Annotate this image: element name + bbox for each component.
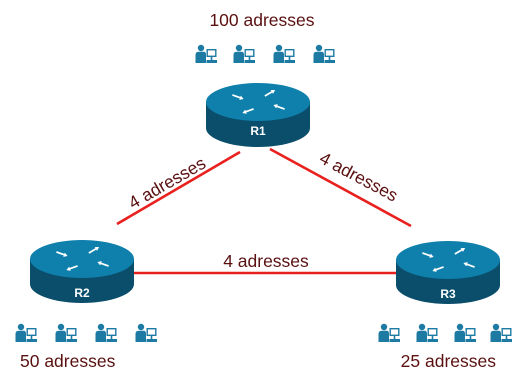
router-label: R1 <box>250 124 266 138</box>
router-r1[interactable]: R1 <box>206 83 310 147</box>
pc-user-icon[interactable] <box>195 44 218 63</box>
pc-user-icon[interactable] <box>378 323 401 342</box>
pc-user-icon[interactable] <box>273 44 296 63</box>
link-r1-r3[interactable] <box>269 147 412 228</box>
router-icon <box>30 240 134 303</box>
link-label-r2-r3: 4 adresses <box>223 251 309 271</box>
router-r3[interactable]: R3 <box>396 241 500 304</box>
lan-label: 50 adresses <box>20 351 116 371</box>
router-icon <box>396 241 500 304</box>
pc-user-icon[interactable] <box>454 323 477 342</box>
router-label: R3 <box>440 287 456 301</box>
pc-user-icon[interactable] <box>233 44 256 63</box>
router-r2[interactable]: R2 <box>30 240 134 303</box>
pc-user-icon[interactable] <box>490 323 513 342</box>
lan-r2: 50 adresses <box>15 323 158 371</box>
router-icon <box>206 83 310 147</box>
router-label: R2 <box>74 286 90 300</box>
pc-user-icon[interactable] <box>15 323 38 342</box>
link-r1-r2[interactable] <box>116 150 241 226</box>
pc-user-icon[interactable] <box>55 323 78 342</box>
host-group <box>15 323 158 342</box>
lan-r1: 100 adresses <box>195 10 336 63</box>
lan-r3: 25 adresses <box>378 323 513 371</box>
pc-user-icon[interactable] <box>95 323 118 342</box>
lan-label: 100 adresses <box>209 10 314 30</box>
host-group <box>378 323 513 342</box>
links <box>116 147 412 275</box>
lan-label: 25 adresses <box>401 351 497 371</box>
link-label-r1-r2: 4 adresses <box>125 153 209 213</box>
pc-user-icon[interactable] <box>313 44 336 63</box>
pc-user-icon[interactable] <box>135 323 158 342</box>
host-group <box>195 44 336 63</box>
pc-user-icon[interactable] <box>416 323 439 342</box>
